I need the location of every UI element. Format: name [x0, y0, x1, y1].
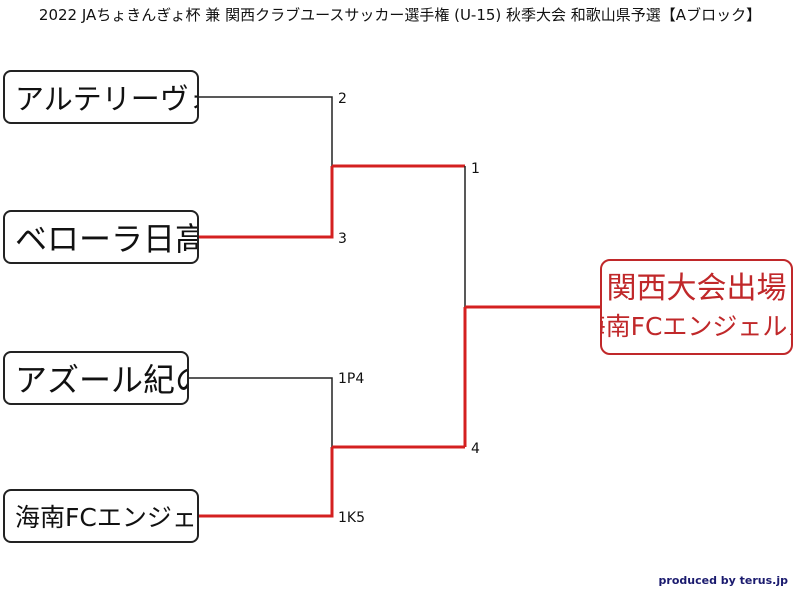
- winner-team: 海南FCエンジェルス: [602, 312, 791, 341]
- line-team3: [189, 377, 333, 447]
- score-match1-bottom: 3: [338, 231, 347, 247]
- team-box-4: 海南FCエンジェルス: [3, 489, 199, 543]
- line-team2-win: [199, 166, 334, 239]
- winner-box: 関西大会出場 海南FCエンジェルス: [600, 259, 793, 355]
- team-name: 海南FCエンジェルス: [15, 503, 197, 532]
- score-match2-bottom: 1K5: [338, 510, 365, 526]
- team-box-2: ベローラ日高: [3, 210, 199, 264]
- line-team4-win: [199, 447, 334, 518]
- team-name: アズール紀の海: [15, 361, 187, 399]
- team-name: ベローラ日高: [15, 220, 199, 258]
- winner-label: 関西大会出場: [606, 271, 787, 306]
- team-name: アルテリーヴォ和歌山: [15, 82, 197, 116]
- line-team1: [199, 96, 333, 166]
- score-final-bottom: 4: [471, 441, 480, 457]
- credit-text: produced by terus.jp: [658, 574, 788, 587]
- score-match1-top: 2: [338, 91, 347, 107]
- team-box-1: アルテリーヴォ和歌山: [3, 70, 199, 124]
- score-match2-top: 1P4: [338, 371, 365, 387]
- team-box-3: アズール紀の海: [3, 351, 189, 405]
- tournament-title: 2022 JAちょきんぎょ杯 兼 関西クラブユースサッカー選手権 (U-15) …: [38, 6, 762, 24]
- score-final-top: 1: [471, 161, 480, 177]
